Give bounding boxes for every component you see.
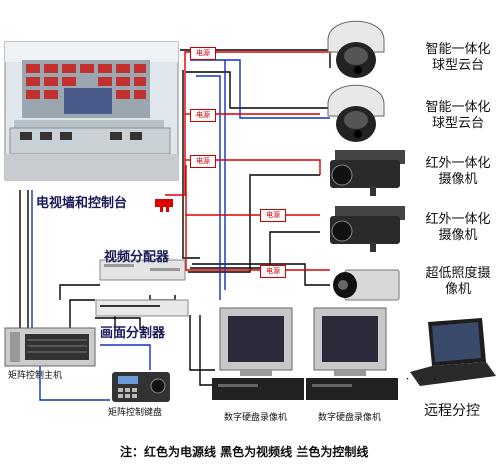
video-splitter-label: 视频分配器 — [104, 250, 170, 265]
continuation-dots: · · · · — [392, 372, 440, 386]
power-supply-3: 电源 — [190, 155, 216, 168]
dvr-label-1: 数字硬盘录像机 — [224, 413, 288, 423]
legend-note: 注：红色为电源线 黑色为视频线 兰色为控制线 — [120, 445, 369, 459]
ir-camera-1 — [330, 150, 405, 196]
power-supply-1: 电源 — [190, 47, 216, 60]
power-supply-2: 电源 — [190, 109, 216, 122]
video-splitter-device — [99, 259, 186, 281]
camera-label-1: 智能一体化球型云台 — [425, 42, 491, 73]
control-room-image — [4, 41, 179, 181]
power-supply-5: 电源 — [260, 265, 286, 278]
remote-label: 远程分控 — [424, 403, 480, 419]
matrix-keyboard-label: 矩阵控制键盘 — [108, 408, 163, 418]
power-plug — [155, 199, 173, 212]
ir-camera-2 — [330, 206, 405, 252]
matrix-keyboard-device — [112, 372, 170, 402]
power-supply-4: 电源 — [260, 209, 286, 222]
camera-label-4: 红外一体化摄像机 — [425, 212, 491, 243]
camera-label-3: 红外一体化摄像机 — [425, 156, 491, 187]
dome-camera-1 — [327, 20, 385, 78]
camera-label-5: 超低照度摄像机 — [425, 266, 491, 297]
matrix-host-label: 矩阵控制主机 — [8, 371, 63, 381]
dvr-label-2: 数字硬盘录像机 — [318, 413, 382, 423]
low-light-camera — [333, 269, 400, 301]
dvr-1-device — [212, 307, 304, 400]
dvr-2-device — [306, 307, 398, 400]
dome-camera-2 — [327, 84, 385, 142]
camera-label-2: 智能一体化球型云台 — [425, 100, 491, 131]
screen-divider-label: 画面分割器 — [100, 326, 166, 341]
matrix-host-device — [4, 327, 96, 367]
control-room-label: 电视墙和控制台 — [36, 196, 128, 211]
laptop-device — [410, 318, 496, 386]
screen-divider-device — [95, 299, 189, 317]
